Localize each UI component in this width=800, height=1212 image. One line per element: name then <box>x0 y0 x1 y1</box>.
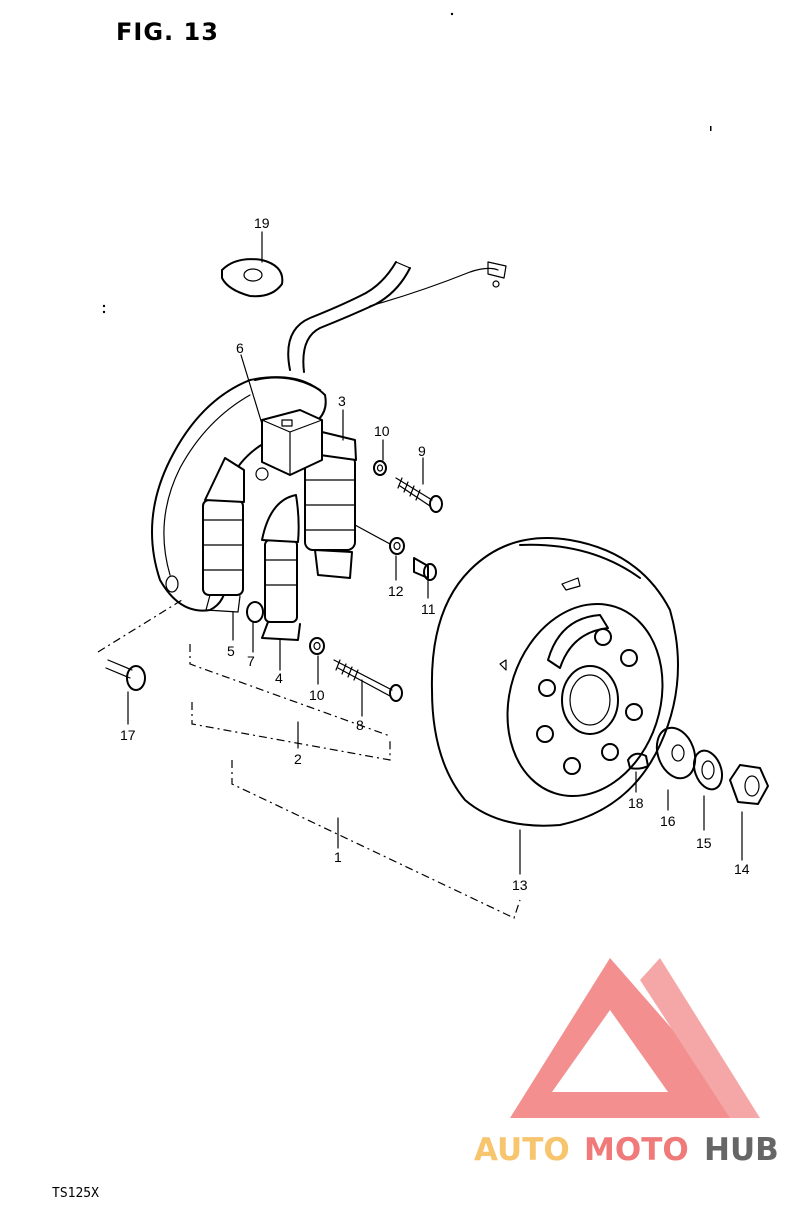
part-9-screw <box>395 457 443 513</box>
callout-5: 5 <box>227 643 235 659</box>
part-15-lock-washer <box>692 749 724 831</box>
callout-19: 19 <box>254 215 270 231</box>
part-4-coil <box>261 494 301 641</box>
callout-16: 16 <box>660 813 676 829</box>
wire-harness <box>287 261 507 373</box>
part-19-grommet <box>221 231 284 298</box>
callout-4: 4 <box>275 670 283 686</box>
part-16-washer <box>655 726 697 811</box>
part-14-nut <box>729 764 769 861</box>
callout-3: 3 <box>338 393 346 409</box>
watermark-text-auto: AUTO <box>474 1132 570 1168</box>
leader-lines <box>232 409 397 685</box>
callout-1: 1 <box>334 849 342 865</box>
part-10a-washer <box>373 460 387 476</box>
callout-labels: 19 6 3 10 9 12 11 5 7 4 10 8 17 2 1 18 1… <box>120 215 750 893</box>
callout-17: 17 <box>120 727 136 743</box>
callout-2: 2 <box>294 751 302 767</box>
callout-6: 6 <box>236 340 244 356</box>
part-7-bushing <box>246 601 264 623</box>
watermark-triangle-icon <box>510 958 750 1118</box>
part-10b-washer <box>309 637 325 655</box>
part-8-screw <box>333 659 403 717</box>
callout-11: 11 <box>421 601 436 617</box>
watermark-text-moto: MOTO <box>584 1132 689 1168</box>
watermark-logo <box>510 958 760 1118</box>
part-12-washer <box>354 524 405 555</box>
part-11-screw <box>413 557 437 599</box>
callout-12: 12 <box>388 583 404 599</box>
watermark-text-hub: HUB <box>704 1132 779 1168</box>
part-3-coil <box>304 431 357 579</box>
watermark-text: AUTO MOTO HUB <box>474 1132 779 1168</box>
callout-13: 13 <box>512 877 528 893</box>
callout-10b: 10 <box>309 687 325 703</box>
callout-15: 15 <box>696 835 712 851</box>
callout-10a: 10 <box>374 423 390 439</box>
callout-8: 8 <box>356 717 364 733</box>
callout-18: 18 <box>628 795 644 811</box>
assembly-brackets <box>189 644 521 919</box>
scan-specks <box>102 12 712 314</box>
model-code: TS125X <box>52 1186 99 1201</box>
part-17-screw <box>97 599 183 725</box>
callout-9: 9 <box>418 443 426 459</box>
part-18-key <box>627 752 649 793</box>
part-5-coil <box>202 457 245 613</box>
figure-title: FIG. 13 <box>116 18 219 46</box>
callout-7: 7 <box>247 653 255 669</box>
callout-14: 14 <box>734 861 750 877</box>
part-6-connector <box>240 354 323 476</box>
part-13-flywheel-rotor <box>430 537 679 875</box>
